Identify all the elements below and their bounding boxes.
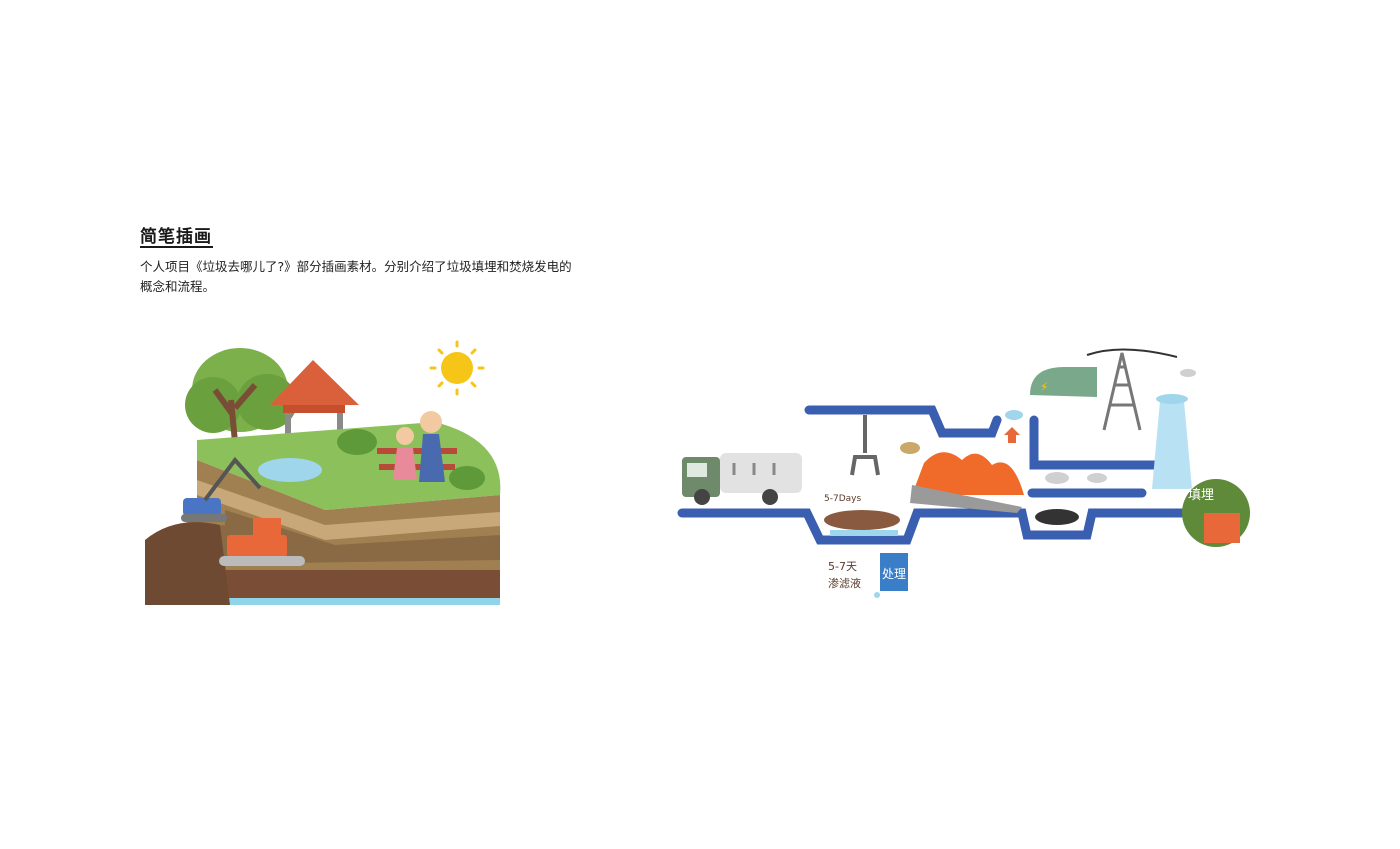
garbage-truck-icon	[682, 453, 802, 505]
waste-pit	[824, 510, 900, 530]
power-tower-icon	[1086, 348, 1178, 431]
pipe-network	[677, 405, 1187, 545]
bush-icon	[449, 466, 485, 490]
title-underline	[140, 246, 213, 248]
bulldozer-icon	[219, 518, 305, 566]
excavator-icon	[181, 456, 262, 522]
treat-badge: 处理	[880, 553, 908, 591]
leachate-days-label: 5-7天	[828, 560, 857, 573]
section-description: 个人项目《垃圾去哪儿了?》部分插画素材。分别介绍了垃圾填埋和焚烧发电的概念和流程…	[140, 259, 572, 294]
furnace-fire-icon	[910, 452, 1024, 513]
water-table	[145, 598, 500, 605]
garbage-mound	[145, 522, 230, 605]
section-title: 简笔插画	[140, 227, 212, 247]
water-drop-icon	[874, 592, 880, 598]
smoke-icon	[900, 442, 920, 454]
chimney-icon	[1152, 369, 1196, 489]
bush-icon	[337, 429, 377, 455]
people-on-bench-icon	[377, 411, 457, 482]
leachate-label: 渗滤液	[828, 576, 861, 590]
landfill-illustration	[145, 340, 501, 605]
ash-icon	[1035, 509, 1079, 525]
power-arrow-icon	[1004, 410, 1023, 443]
tree-icon	[185, 348, 297, 443]
landfill-badge: 填埋	[1182, 479, 1250, 547]
bury-label: 填埋	[1188, 488, 1214, 503]
sun-icon	[429, 340, 485, 396]
crane-claw-icon	[850, 415, 880, 476]
incineration-illustration: 5-7Days ⚡ 填埋 5-7天 渗滤液 处理	[677, 348, 1250, 598]
treat-label: 处理	[882, 567, 906, 581]
pond	[258, 458, 322, 482]
days-label: 5-7Days	[824, 494, 861, 504]
generator-building-icon: ⚡	[1030, 367, 1097, 397]
svg-text:⚡: ⚡	[1040, 380, 1048, 394]
